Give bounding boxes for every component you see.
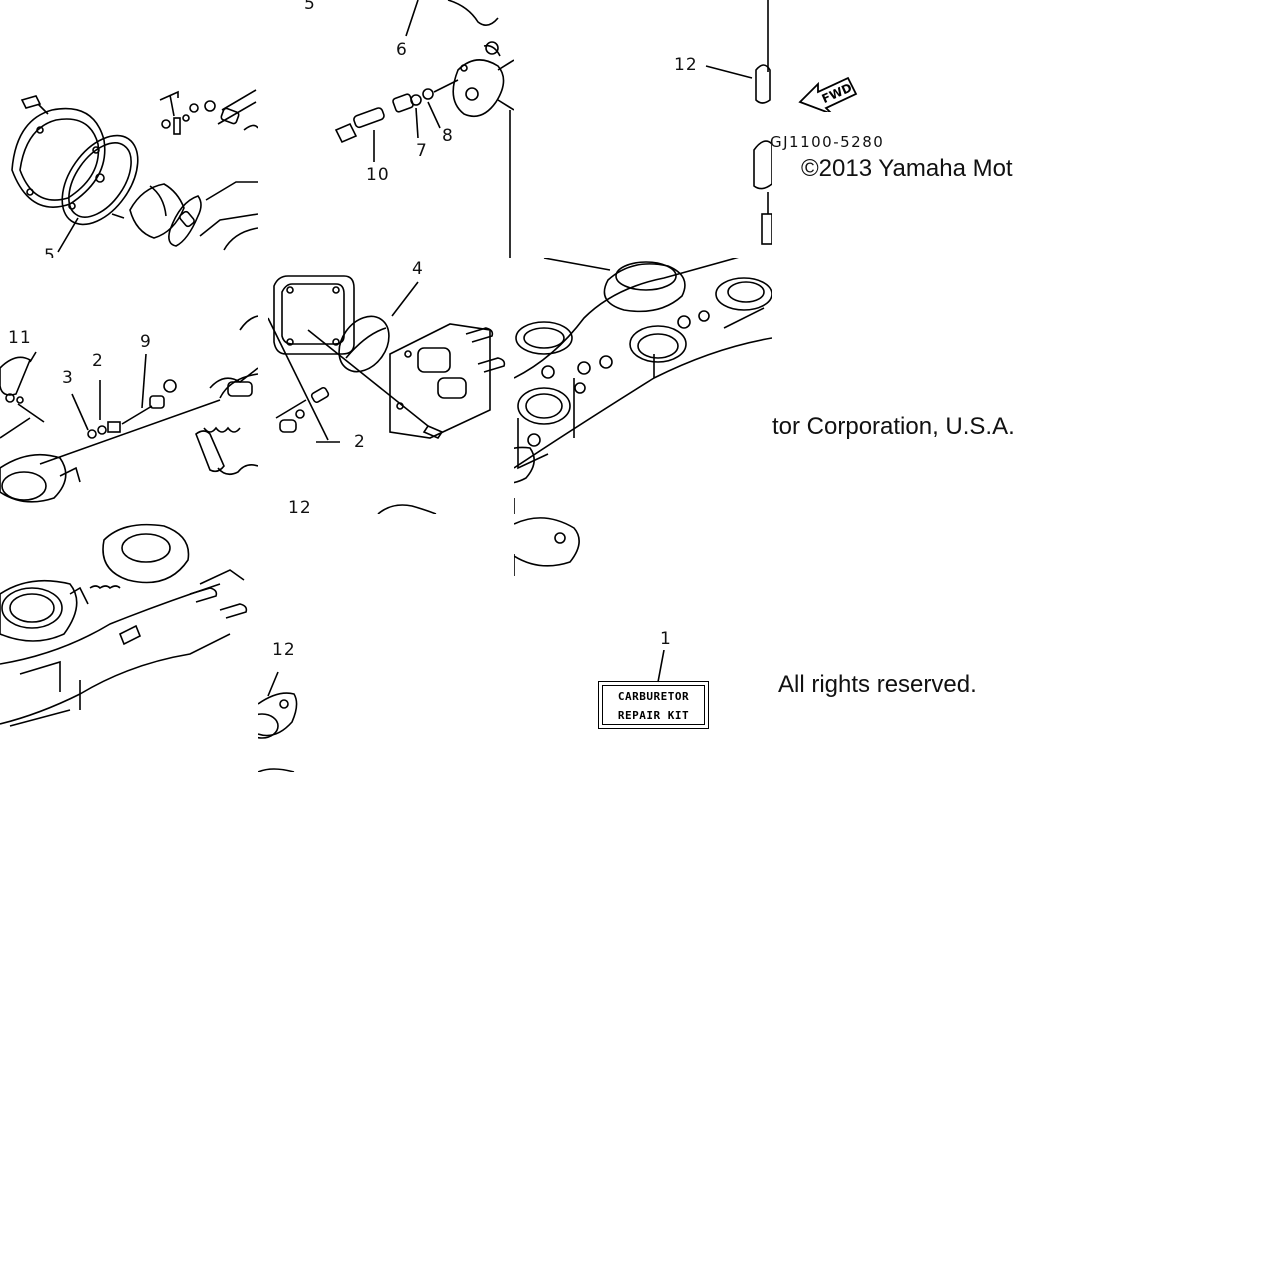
callout-4: 4 [412,259,424,279]
callout-1: 1 [660,629,672,649]
gasket-drawing [258,671,298,772]
callout-2-left: 2 [92,351,104,371]
kit-label-line-2: REPAIR KIT [617,709,690,722]
callout-10: 10 [366,165,390,185]
diagram-tile-middle-left: 11 9 2 3 [0,258,258,514]
carburetor-repair-kit-label: CARBURETOR REPAIR KIT [598,681,709,729]
callout-8: 8 [442,126,454,146]
needle-valve-drawing [334,0,514,258]
callout-5-top: 5 [304,0,316,14]
fwd-arrow-icon: FWD [796,62,862,115]
copyright-line-3: All rights reserved. [778,671,977,698]
carburetor-linkage-drawing [0,315,258,503]
callout-7: 7 [416,141,428,161]
callout-6: 6 [396,40,408,60]
intake-manifold-drawing [514,258,772,514]
drawing-code: GJ1100-5280 [770,133,885,151]
diagram-tile-top-right: 12 [514,0,772,258]
diagram-tile-middle-right [514,258,772,514]
intake-manifold-bolt-drawing [705,0,772,245]
copyright-line-1: ©2013 Yamaha Mot [801,155,1013,182]
callout-12-center: 12 [288,498,312,515]
callout-1-leader [657,650,665,683]
carburetor-pair-drawing [0,523,248,727]
callout-5-left: 5 [44,246,56,259]
diagram-tile-gasket-fragment [514,514,586,578]
callout-2-center: 2 [354,432,366,452]
flange-fragment-drawing [514,517,580,576]
callout-11: 11 [8,328,32,348]
callout-3: 3 [62,368,74,388]
diagram-tile-bottom-left [0,514,258,772]
callout-12-top: 12 [674,55,698,75]
copyright-line-2: tor Corporation, U.S.A. [772,413,1015,440]
callout-9: 9 [140,332,152,352]
carburetor-body-drawing [268,275,506,514]
diaphragm-assembly-drawing [11,89,258,253]
callout-12-bottom: 12 [272,640,296,660]
diagram-tile-top-left: 5 [0,0,258,258]
diagram-tile-bottom-middle: 12 [258,514,514,772]
diagram-tile-center: 4 2 12 [268,258,514,514]
kit-label-line-1: CARBURETOR [617,690,690,703]
diagram-tile-top-middle: 5 6 10 7 8 [258,0,514,258]
